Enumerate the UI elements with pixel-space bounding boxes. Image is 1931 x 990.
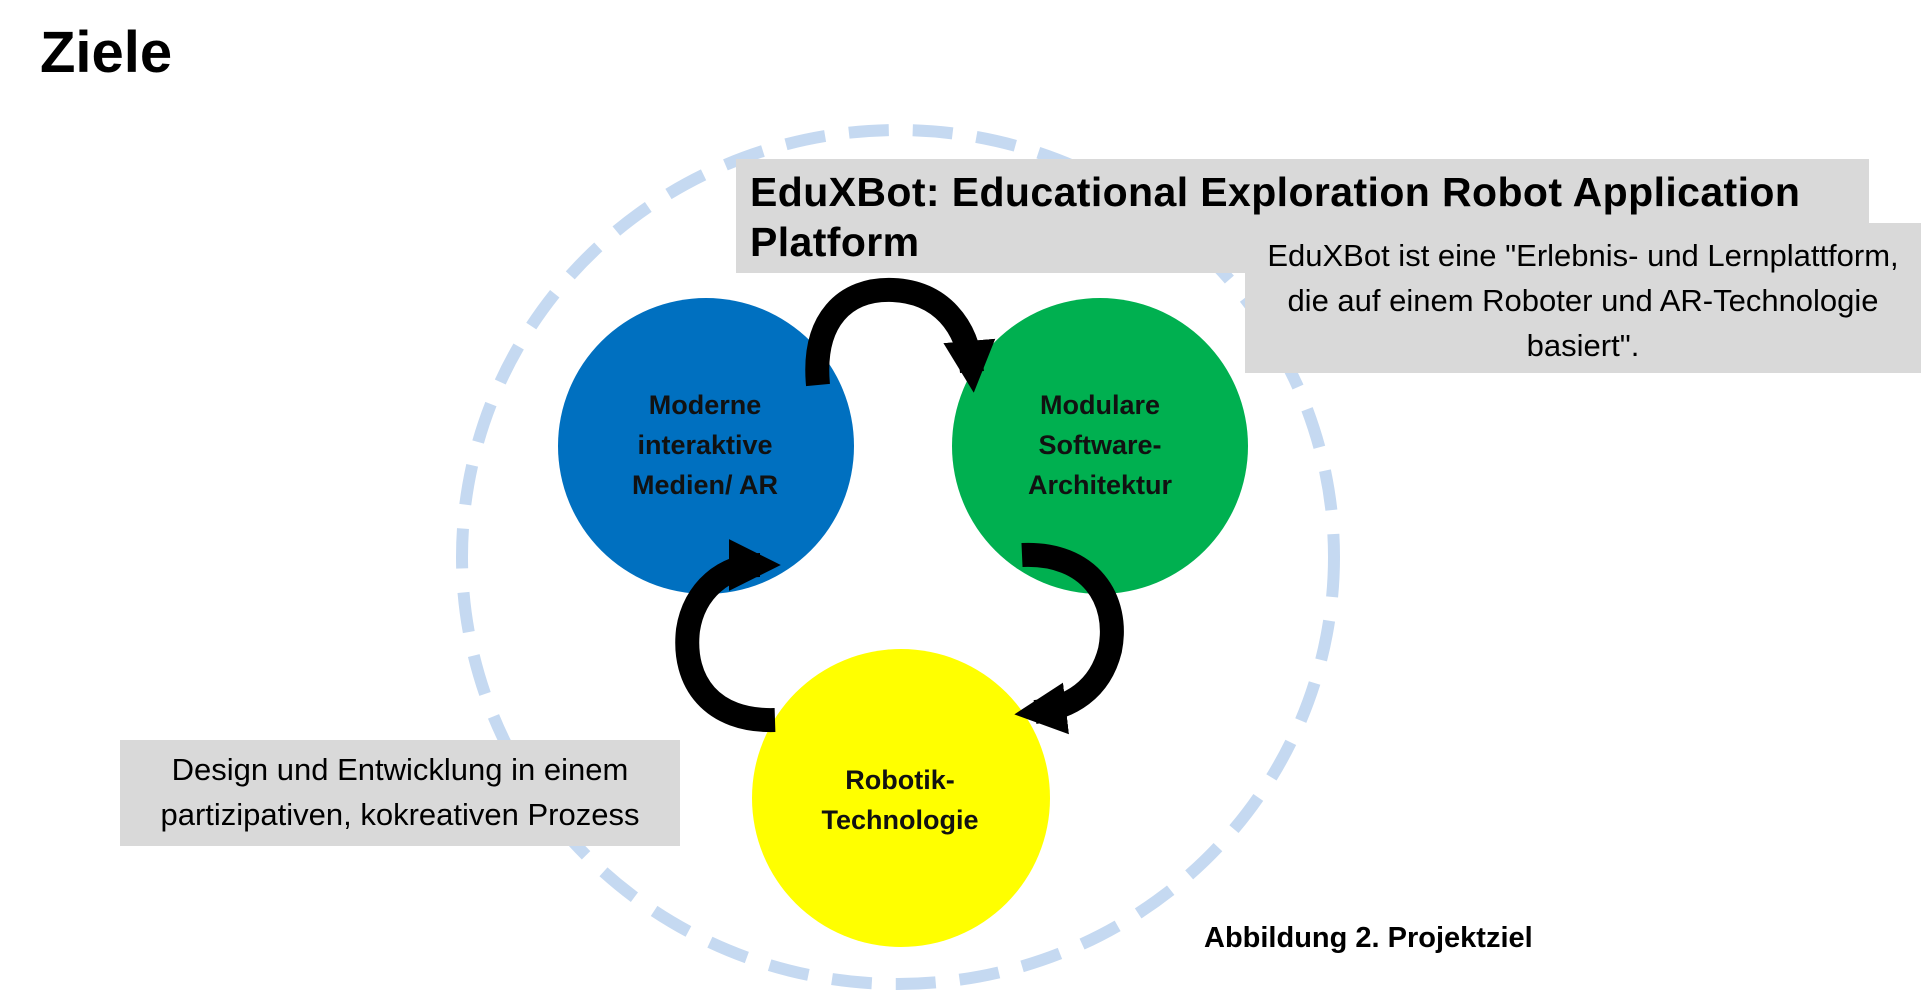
figure-caption: Abbildung 2. Projektziel (1204, 922, 1533, 954)
circle-robotics (752, 649, 1050, 947)
circle-label-robotics: Robotik-Technologie (821, 765, 979, 835)
circle-label-software-architecture: Modulare Software-Architektur (1027, 390, 1173, 500)
cycle-arrow-top (805, 277, 996, 393)
description-box: EduXBot ist eine "Erlebnis- und Lernplat… (1245, 223, 1921, 373)
circle-media-ar (558, 298, 854, 594)
circle-label-media-ar: Moderne interaktive Medien/ AR (631, 390, 778, 500)
slide-title: Ziele (40, 20, 173, 85)
process-box: Design und Entwicklung in einem partizip… (120, 740, 680, 846)
outer-dashed-ring (456, 124, 1340, 990)
cycle-arrow-right (1014, 542, 1124, 735)
circle-software-architecture (952, 298, 1248, 594)
cycle-arrow-left (675, 539, 781, 733)
